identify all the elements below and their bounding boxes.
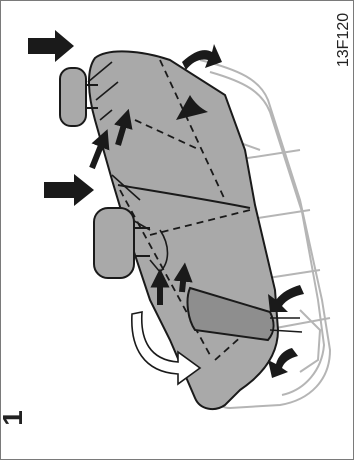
arrow-icon: [92, 138, 104, 168]
figure-code: 13F120: [335, 13, 352, 67]
step-number: 1: [0, 410, 28, 426]
push-arrow-lower: [44, 174, 94, 206]
push-arrow-upper: [28, 30, 74, 62]
arrow-icon: [182, 272, 184, 292]
